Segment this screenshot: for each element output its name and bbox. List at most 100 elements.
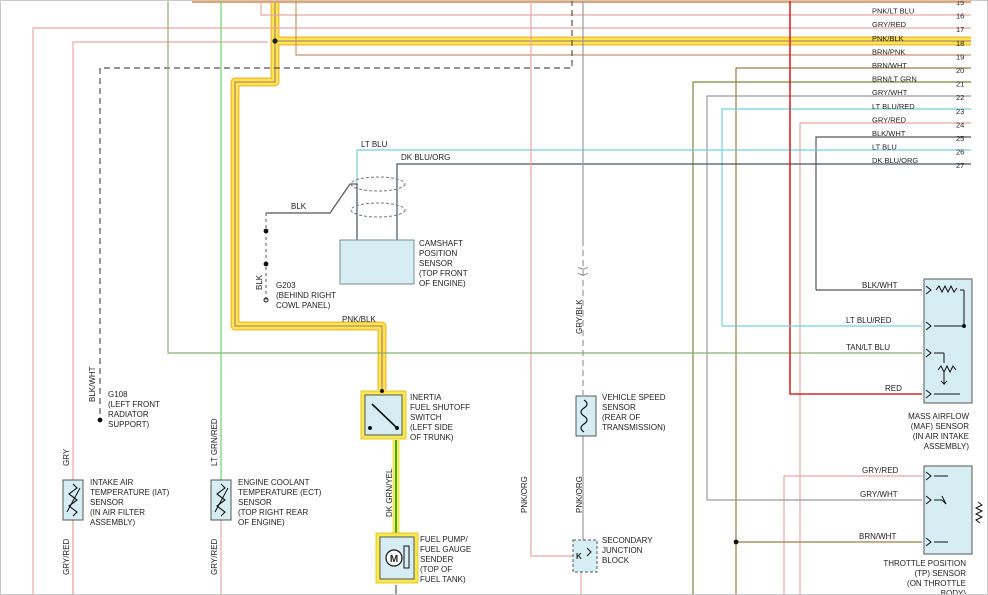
camshaft-position-sensor: BLK LT BLU DK BLU/ORG BLK CAMSHAFTPOSITI… <box>255 140 468 310</box>
label-line: COWL PANEL) <box>276 301 331 310</box>
label-line: SUPPORT) <box>108 420 150 429</box>
junction-pin-symbol: K <box>576 552 582 561</box>
label-line: FUEL GAUGE <box>420 545 471 554</box>
highlighted-circuit <box>230 0 971 533</box>
wire-label-blk-vertical: BLK <box>255 274 264 290</box>
label-line: JUNCTION <box>602 546 643 555</box>
tp-sensor: GRY/RED GRY/WHT BRN/WHT THROTTLE POSITIO… <box>733 465 984 595</box>
label-line: ASSEMBLY) <box>924 442 970 451</box>
label-line: (LEFT SIDE <box>410 423 453 432</box>
pin-wire-label: GRY/RED <box>872 115 907 124</box>
pin-wire-label: GRY/WHT <box>872 88 908 97</box>
wire-label-lt-grn-red: LT GRN/RED <box>210 418 219 466</box>
pin-wire-label: BLK/WHT <box>872 129 906 138</box>
pin-number: 24 <box>956 120 964 129</box>
label-line: (TOP OF <box>420 565 452 574</box>
label-line: RADIATOR <box>108 410 149 419</box>
label-line: (LEFT FRONT <box>108 400 160 409</box>
pin-number: 23 <box>956 107 964 116</box>
tp-wire-gry-wht: GRY/WHT <box>860 490 898 499</box>
label-line: (BEHIND RIGHT <box>276 291 336 300</box>
label-line: BODY) <box>941 589 967 595</box>
pin-wire-label: BRN/PNK <box>872 47 905 56</box>
pin-wire-label: PNK/LT BLU <box>872 7 914 16</box>
label-line: SECONDARY <box>602 536 653 545</box>
label-line: G108 <box>108 390 128 399</box>
pin-wire-label: PNK/BLK <box>872 34 904 43</box>
tp-wire-brn-wht: BRN/WHT <box>859 532 896 541</box>
splice-dot <box>272 38 278 44</box>
pin-number: 25 <box>956 134 964 143</box>
wire-label-gry-red-ect: GRY/RED <box>210 538 219 575</box>
pin-number: 15 <box>956 0 964 7</box>
label-line: CAMSHAFT <box>419 239 463 248</box>
maf-wire-lt-blu-red: LT BLU/RED <box>846 316 892 325</box>
label-line: FUEL PUMP/ <box>420 535 468 544</box>
wire-label-lt-blu: LT BLU <box>361 140 388 149</box>
maf-wire-blk-wht: BLK/WHT <box>862 281 898 290</box>
label-line: OF TRUNK) <box>410 433 454 442</box>
label-line: TRANSMISSION) <box>602 423 666 432</box>
wire-label-pnk-org-b: PNK/ORG <box>575 476 584 513</box>
label-line: OF ENGINE) <box>419 279 466 288</box>
label-line: OF ENGINE) <box>238 518 285 527</box>
pin-number: 22 <box>956 93 964 102</box>
pin-wire-label: BRN/LT GRN <box>872 75 917 84</box>
label-line: ENGINE COOLANT <box>238 478 310 487</box>
label-line: SENSOR <box>238 498 272 507</box>
wire-label-blk-wht: BLK/WHT <box>88 366 97 402</box>
wire-label-dk-grn-yel: DK GRN/YEL <box>385 468 394 517</box>
wire-label-pnk-org-a: PNK/ORG <box>520 476 529 513</box>
wire-label-pnk-blk: PNK/BLK <box>342 315 376 324</box>
label-line: (TOP FRONT <box>419 269 468 278</box>
pin-wire-label: LT BLU <box>872 143 897 152</box>
pin-number: 21 <box>956 80 964 89</box>
label-line: SENSOR <box>419 259 453 268</box>
pin-wire-label: BRN/WHT <box>872 61 907 70</box>
label-line: SENDER <box>420 555 454 564</box>
tp-sensor-label: THROTTLE POSITION(TP) SENSOR(ON THROTTLE… <box>883 559 966 595</box>
label-line: INTAKE AIR <box>90 478 134 487</box>
wire-label-blk: BLK <box>291 202 307 211</box>
wire-label-gry-red-iat: GRY/RED <box>62 538 71 575</box>
label-line: TEMPERATURE (ECT) <box>238 488 322 497</box>
pin-number: 20 <box>956 66 964 75</box>
pin-wire-label: DK BLU/ORG <box>872 156 918 165</box>
label-line: SENSOR <box>90 498 124 507</box>
label-line: SWITCH <box>410 413 442 422</box>
pin-number: 26 <box>956 148 964 157</box>
label-line: THROTTLE POSITION <box>883 559 966 568</box>
label-line: FUEL SHUTOFF <box>410 403 470 412</box>
label-line: TEMPERATURE (IAT) <box>90 488 170 497</box>
label-line: VEHICLE SPEED <box>602 393 666 402</box>
pin-number: 18 <box>956 39 964 48</box>
label-line: (TP) SENSOR <box>914 569 966 578</box>
pin-wire-label: GRY/RED <box>872 20 907 29</box>
wire-label-gry: GRY <box>62 448 71 466</box>
label-line: SENSOR <box>602 403 636 412</box>
label-line: (MAF) SENSOR <box>911 422 969 431</box>
label-line: (ON THROTTLE <box>907 579 966 588</box>
label-line: INERTIA <box>410 393 442 402</box>
wire-label-gry-blk: GRY/BLK <box>575 299 584 334</box>
maf-wire-red: RED <box>885 384 902 393</box>
label-line: MASS AIRFLOW <box>908 412 969 421</box>
maf-sensor-label: MASS AIRFLOW(MAF) SENSOR(IN AIR INTAKEAS… <box>908 412 969 451</box>
tp-wire-gry-red: GRY/RED <box>862 466 899 475</box>
motor-symbol: M <box>390 554 398 565</box>
wire-label-dk-blu-org: DK BLU/ORG <box>401 153 450 162</box>
maf-wire-tan-lt-blu: TAN/LT BLU <box>846 343 890 352</box>
label-line: G203 <box>276 281 296 290</box>
